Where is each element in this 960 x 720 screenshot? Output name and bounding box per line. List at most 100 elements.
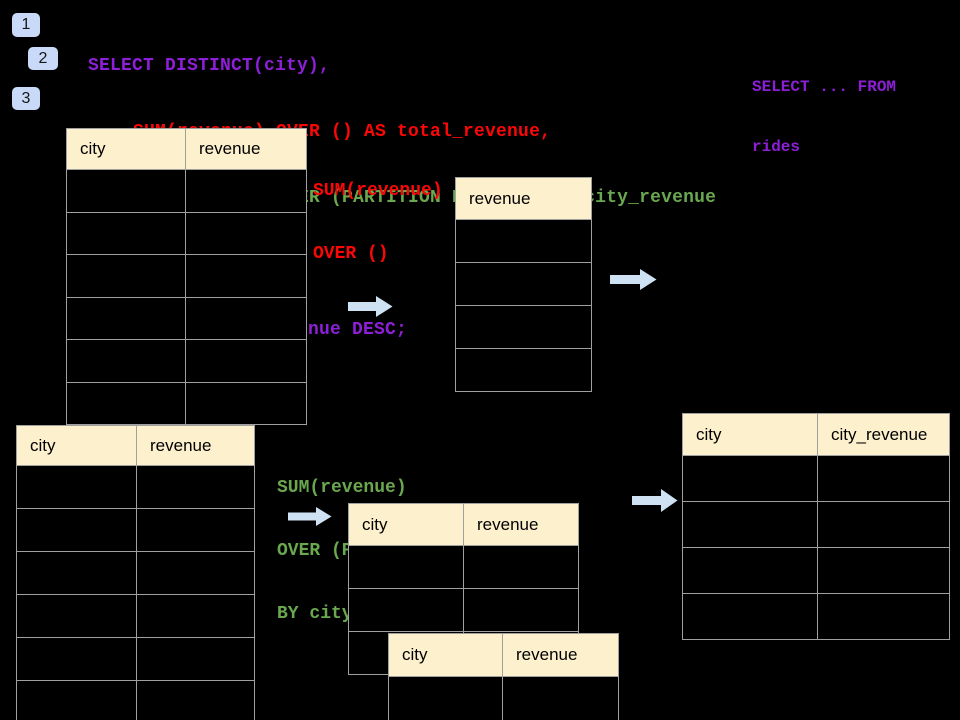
table-row [456, 262, 591, 305]
table-cell [456, 220, 591, 262]
table-cell [137, 638, 254, 680]
table-row [67, 339, 306, 382]
table-cell [137, 595, 254, 637]
table-cell [186, 170, 306, 212]
table-row [17, 680, 254, 720]
arrow-right-icon [288, 507, 332, 526]
table-row [67, 211, 306, 255]
table-cell [683, 548, 818, 593]
sql-context-line: SELECT ... FROM [752, 78, 897, 96]
sql-context-line: rides [752, 138, 801, 156]
table-body [683, 455, 949, 639]
table-row [17, 594, 254, 637]
table-partition-step-overlay: city revenue [388, 633, 619, 720]
table-body [389, 676, 618, 720]
table-cell [17, 552, 137, 594]
table-cell [456, 306, 591, 348]
table-cell [186, 383, 306, 425]
table-row [683, 501, 949, 547]
table-header-row: city revenue [389, 634, 618, 676]
step-badge-2: 2 [28, 47, 58, 70]
table-city-revenue-result: city city_revenue [682, 413, 950, 640]
column-header-city: city [683, 414, 818, 455]
table-row [17, 508, 254, 551]
table-cell [137, 509, 254, 551]
label-sum-over-total: SUM(revenue) OVER () [313, 139, 443, 307]
column-header-revenue: revenue [137, 426, 254, 465]
label-line: SUM(revenue) [277, 478, 407, 498]
table-cell [67, 297, 186, 339]
table-header-row: city revenue [17, 426, 254, 465]
table-cell [67, 382, 186, 424]
table-cell [456, 349, 591, 391]
sql-line-select: SELECT DISTINCT(city), [88, 56, 331, 76]
table-row [17, 465, 254, 508]
table-total-revenue: revenue [455, 177, 592, 392]
column-header-city-revenue: city_revenue [818, 414, 949, 455]
arrow-right-icon [348, 296, 393, 317]
column-header-city: city [349, 504, 464, 545]
table-cell [67, 212, 186, 254]
column-header-revenue: revenue [464, 504, 578, 545]
table-cell [67, 255, 186, 297]
table-cell [349, 589, 464, 631]
table-header-row: city revenue [349, 504, 578, 545]
table-cell [17, 681, 137, 720]
label-line: SUM(revenue) [313, 181, 443, 201]
table-cell [186, 255, 306, 297]
table-row [17, 637, 254, 680]
table-source-top: city revenue [66, 128, 307, 425]
table-cell [464, 589, 578, 631]
table-row [683, 593, 949, 639]
table-cell [683, 456, 818, 501]
table-row [456, 348, 591, 391]
table-row [683, 547, 949, 593]
table-row [67, 381, 306, 425]
table-cell [186, 340, 306, 382]
column-header-revenue: revenue [186, 129, 306, 169]
table-cell [186, 213, 306, 255]
step-badge-1: 1 [12, 13, 40, 37]
table-cell [17, 466, 137, 508]
table-header-row: revenue [456, 178, 591, 219]
table-cell [67, 340, 186, 382]
table-row [456, 219, 591, 262]
table-body [456, 219, 591, 391]
table-cell [818, 594, 949, 639]
table-row [67, 169, 306, 212]
arrow-right-icon [632, 489, 678, 512]
table-cell [389, 677, 503, 720]
table-header-row: city city_revenue [683, 414, 949, 455]
table-row [389, 676, 618, 720]
table-row [456, 305, 591, 348]
table-cell [137, 552, 254, 594]
table-cell [17, 595, 137, 637]
table-cell [17, 509, 137, 551]
table-cell [186, 298, 306, 340]
table-cell [349, 546, 464, 588]
table-cell [67, 170, 186, 212]
table-cell [137, 681, 254, 720]
table-body [17, 465, 254, 720]
table-row [683, 455, 949, 501]
table-body [67, 169, 306, 424]
column-header-city: city [389, 634, 503, 676]
column-header-city: city [17, 426, 137, 465]
table-cell [17, 638, 137, 680]
table-row [349, 588, 578, 631]
table-row [67, 254, 306, 297]
table-row [17, 551, 254, 594]
column-header-revenue: revenue [456, 178, 591, 219]
table-cell [818, 548, 949, 593]
table-row [67, 296, 306, 340]
arrow-right-icon [610, 269, 657, 290]
table-cell [683, 594, 818, 639]
table-cell [683, 502, 818, 547]
table-cell [137, 466, 254, 508]
table-cell [818, 456, 949, 501]
table-cell [503, 677, 618, 720]
table-header-row: city revenue [67, 129, 306, 169]
table-cell [818, 502, 949, 547]
column-header-city: city [67, 129, 186, 169]
